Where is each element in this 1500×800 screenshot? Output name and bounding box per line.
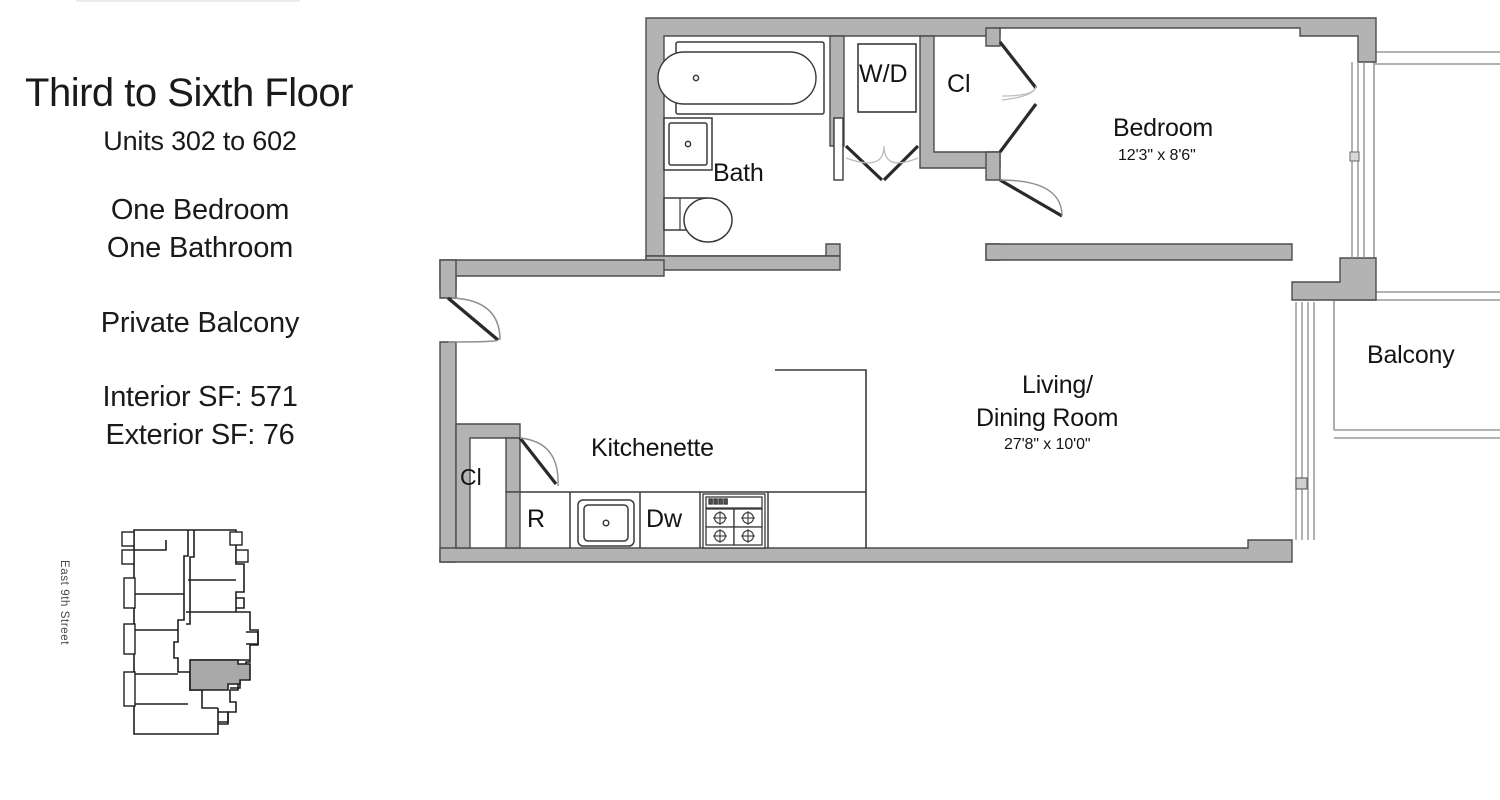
washer-dryer-unit (857, 43, 917, 113)
wd-bifold-door (844, 144, 920, 182)
appliance-label-washer-dryer: W/D (859, 60, 908, 88)
bathtub-basin (657, 51, 817, 105)
kitchen-sink (577, 499, 635, 547)
key-plan-diagram (121, 529, 259, 735)
room-count-block: One Bedroom One Bathroom (0, 191, 400, 268)
range-burners (705, 508, 763, 546)
closet-label-bedroom: Cl (947, 70, 971, 98)
range-cooktop (702, 493, 766, 549)
bedroom-closet-bifold-door (998, 41, 1038, 153)
square-footage-block: Interior SF: 571 Exterior SF: 76 (0, 378, 400, 455)
exterior-sf: Exterior SF: 76 (105, 419, 295, 452)
page-title: Third to Sixth Floor (25, 71, 353, 115)
bathtub-drain-icon (692, 74, 700, 82)
bathroom-fixtures (657, 41, 825, 243)
sink-drain-icon (684, 140, 692, 148)
amenity-balcony: Private Balcony (100, 306, 300, 339)
living-sliding-door (1295, 302, 1315, 540)
entry-closet-door (518, 437, 559, 487)
balcony-outline (1333, 51, 1500, 439)
bedroom-sliding-window (1349, 62, 1365, 258)
kitchen-sink-drain-icon (602, 519, 610, 527)
appliance-label-dishwasher: Dw (646, 505, 683, 533)
room-dimension-bedroom: 12'3" x 8'6" (1118, 147, 1196, 164)
room-label-living-line2: Dining Room (976, 404, 1119, 432)
room-dimension-living: 27'8" x 10'0" (1004, 436, 1091, 453)
bedroom-count: One Bedroom (110, 194, 290, 226)
doors (446, 41, 1063, 487)
key-plan: East 9th Street (58, 512, 288, 747)
bedroom-swing-door (999, 178, 1063, 218)
kitchen-island (775, 369, 867, 548)
unit-info-panel: Third to Sixth Floor Units 302 to 602 On… (0, 72, 400, 454)
room-label-bath: Bath (713, 159, 764, 187)
kitchenette-millwork (520, 369, 867, 548)
room-label-living-line1: Living/ (1022, 371, 1093, 399)
interior-sf: Interior SF: 571 (102, 380, 298, 413)
room-label-balcony: Balcony (1367, 341, 1455, 369)
appliance-label-refrigerator: R (527, 505, 546, 533)
toilet-bowl (683, 197, 733, 243)
bathroom-count: One Bathroom (106, 232, 294, 265)
room-label-bedroom: Bedroom (1113, 114, 1214, 142)
amenity-block: Private Balcony (0, 304, 400, 342)
key-plan-highlight-unit (189, 659, 251, 691)
closet-label-entry: Cl (460, 464, 482, 490)
bath-door-panel (833, 117, 844, 181)
cropped-element-edge (76, 0, 300, 2)
room-label-kitchenette: Kitchenette (591, 434, 714, 462)
range-control-knobs (708, 498, 728, 505)
unit-walls (439, 17, 1377, 563)
entry-door (446, 296, 501, 343)
unit-range-subtitle: Units 302 to 602 (103, 126, 297, 156)
